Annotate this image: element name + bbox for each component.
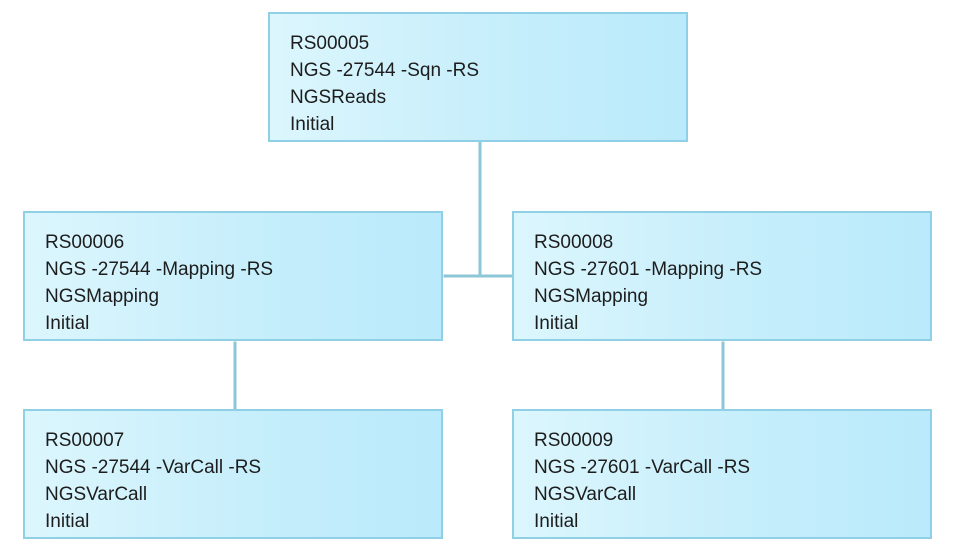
node-id: RS00005 bbox=[290, 33, 370, 54]
node-rs00008[interactable]: RS00008 NGS -27601 -Mapping -RS NGSMappi… bbox=[512, 211, 932, 341]
node-type: NGSMapping bbox=[45, 286, 160, 307]
node-type: NGSVarCall bbox=[45, 484, 148, 505]
node-name: NGS -27544 -VarCall -RS bbox=[45, 457, 262, 478]
node-name: NGS -27601 -VarCall -RS bbox=[534, 457, 751, 478]
node-status: Initial bbox=[534, 313, 579, 334]
node-type: NGSVarCall bbox=[534, 484, 637, 505]
node-name: NGS -27544 -Sqn -RS bbox=[290, 60, 480, 81]
node-type: NGSMapping bbox=[534, 286, 649, 307]
node-id: RS00007 bbox=[45, 430, 125, 451]
node-id: RS00009 bbox=[534, 430, 614, 451]
node-status: Initial bbox=[290, 114, 335, 135]
node-status: Initial bbox=[45, 511, 90, 532]
node-status: Initial bbox=[45, 313, 90, 334]
node-id: RS00008 bbox=[534, 232, 614, 253]
node-type: NGSReads bbox=[290, 87, 387, 108]
node-name: NGS -27544 -Mapping -RS bbox=[45, 259, 274, 280]
node-rs00006[interactable]: RS00006 NGS -27544 -Mapping -RS NGSMappi… bbox=[23, 211, 443, 341]
node-name: NGS -27601 -Mapping -RS bbox=[534, 259, 763, 280]
node-rs00007[interactable]: RS00007 NGS -27544 -VarCall -RS NGSVarCa… bbox=[23, 409, 443, 539]
node-rs00009[interactable]: RS00009 NGS -27601 -VarCall -RS NGSVarCa… bbox=[512, 409, 932, 539]
node-id: RS00006 bbox=[45, 232, 125, 253]
node-status: Initial bbox=[534, 511, 579, 532]
node-rs00005[interactable]: RS00005 NGS -27544 -Sqn -RS NGSReads Ini… bbox=[268, 12, 688, 142]
